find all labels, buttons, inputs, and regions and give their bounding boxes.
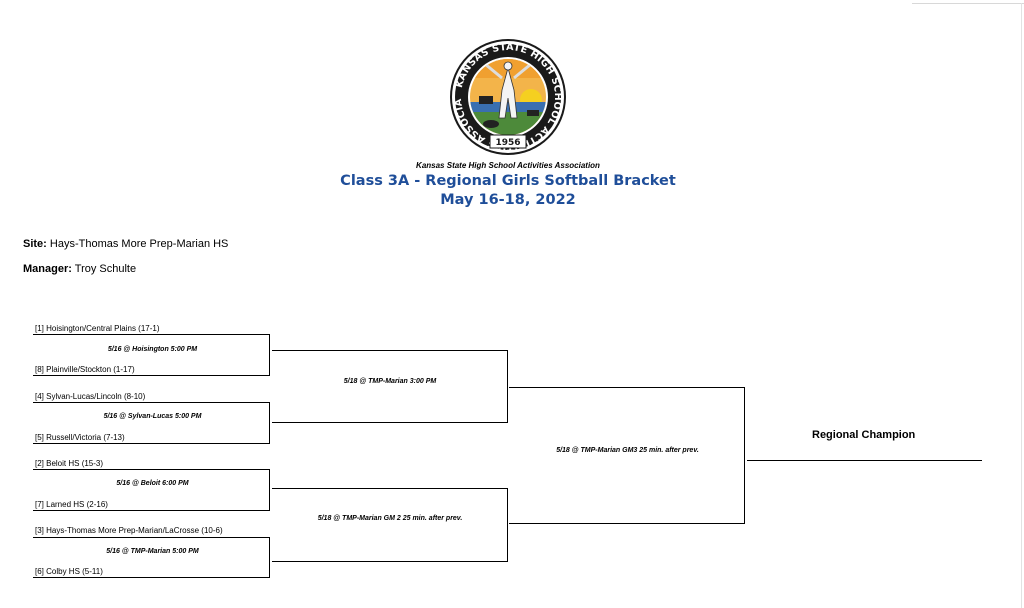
bracket-line — [507, 488, 508, 562]
bracket-line — [507, 350, 508, 423]
game-3: 5/16 @ Beloit 6:00 PM — [116, 480, 189, 487]
team-seed-2: [2] Beloit HS (15-3) — [35, 459, 104, 468]
bracket-title: Class 3A - Regional Girls Softball Brack… — [340, 173, 676, 189]
khsaa-seal-logo: KANSAS STATE HIGH SCHOOL ACTIVITIES ASSO… — [449, 38, 566, 155]
bracket-line — [272, 350, 508, 351]
bracket-line — [33, 469, 270, 470]
manager-label: Manager: — [23, 263, 72, 275]
team-seed-3: [3] Hays-Thomas More Prep-Marian/LaCross… — [35, 526, 223, 535]
game-7-final: 5/18 @ TMP-Marian GM3 25 min. after prev… — [556, 447, 699, 454]
game-4: 5/16 @ TMP-Marian 5:00 PM — [106, 548, 199, 555]
bracket-line — [33, 443, 270, 444]
bracket-line — [33, 510, 270, 511]
site-label: Site: — [23, 238, 47, 250]
bracket-line — [33, 402, 270, 403]
bracket-line — [272, 422, 508, 423]
team-seed-8: [8] Plainville/Stockton (1-17) — [35, 365, 135, 374]
site-value: Hays-Thomas More Prep-Marian HS — [49, 238, 229, 250]
seal-year: 1956 — [495, 138, 520, 148]
site-info: Site: Hays-Thomas More Prep-Marian HS — [23, 238, 228, 250]
bracket-line — [33, 537, 270, 538]
team-seed-6: [6] Colby HS (5-11) — [35, 567, 103, 576]
champion-line — [747, 460, 982, 461]
bracket-line — [33, 375, 270, 376]
team-seed-7: [7] Larned HS (2-16) — [35, 500, 108, 509]
bracket-line — [269, 469, 270, 511]
top-border-line — [912, 3, 1024, 4]
bracket-line — [33, 334, 270, 335]
game-5: 5/18 @ TMP-Marian 3:00 PM — [343, 378, 437, 385]
regional-champion-label: Regional Champion — [812, 429, 916, 441]
game-2: 5/16 @ Sylvan-Lucas 5:00 PM — [103, 413, 202, 420]
bracket-line — [269, 334, 270, 376]
team-seed-4: [4] Sylvan-Lucas/Lincoln (8-10) — [35, 392, 146, 401]
team-seed-1: [1] Hoisington/Central Plains (17-1) — [35, 324, 160, 333]
manager-info: Manager: Troy Schulte — [23, 263, 136, 275]
bracket-line — [272, 561, 508, 562]
game-6: 5/18 @ TMP-Marian GM 2 25 min. after pre… — [317, 515, 463, 522]
bracket-line — [744, 387, 745, 524]
right-border-line — [1021, 3, 1022, 608]
bracket-dates: May 16-18, 2022 — [440, 192, 576, 208]
manager-value: Troy Schulte — [74, 263, 137, 275]
bracket-line — [269, 537, 270, 578]
bracket-line — [509, 387, 745, 388]
bracket-line — [272, 488, 508, 489]
bracket-line — [509, 523, 745, 524]
bracket-line — [269, 402, 270, 444]
organization-name: Kansas State High School Activities Asso… — [416, 161, 600, 170]
team-seed-5: [5] Russell/Victoria (7-13) — [35, 433, 125, 442]
game-1: 5/16 @ Hoisington 5:00 PM — [107, 346, 198, 353]
bracket-line — [33, 577, 270, 578]
